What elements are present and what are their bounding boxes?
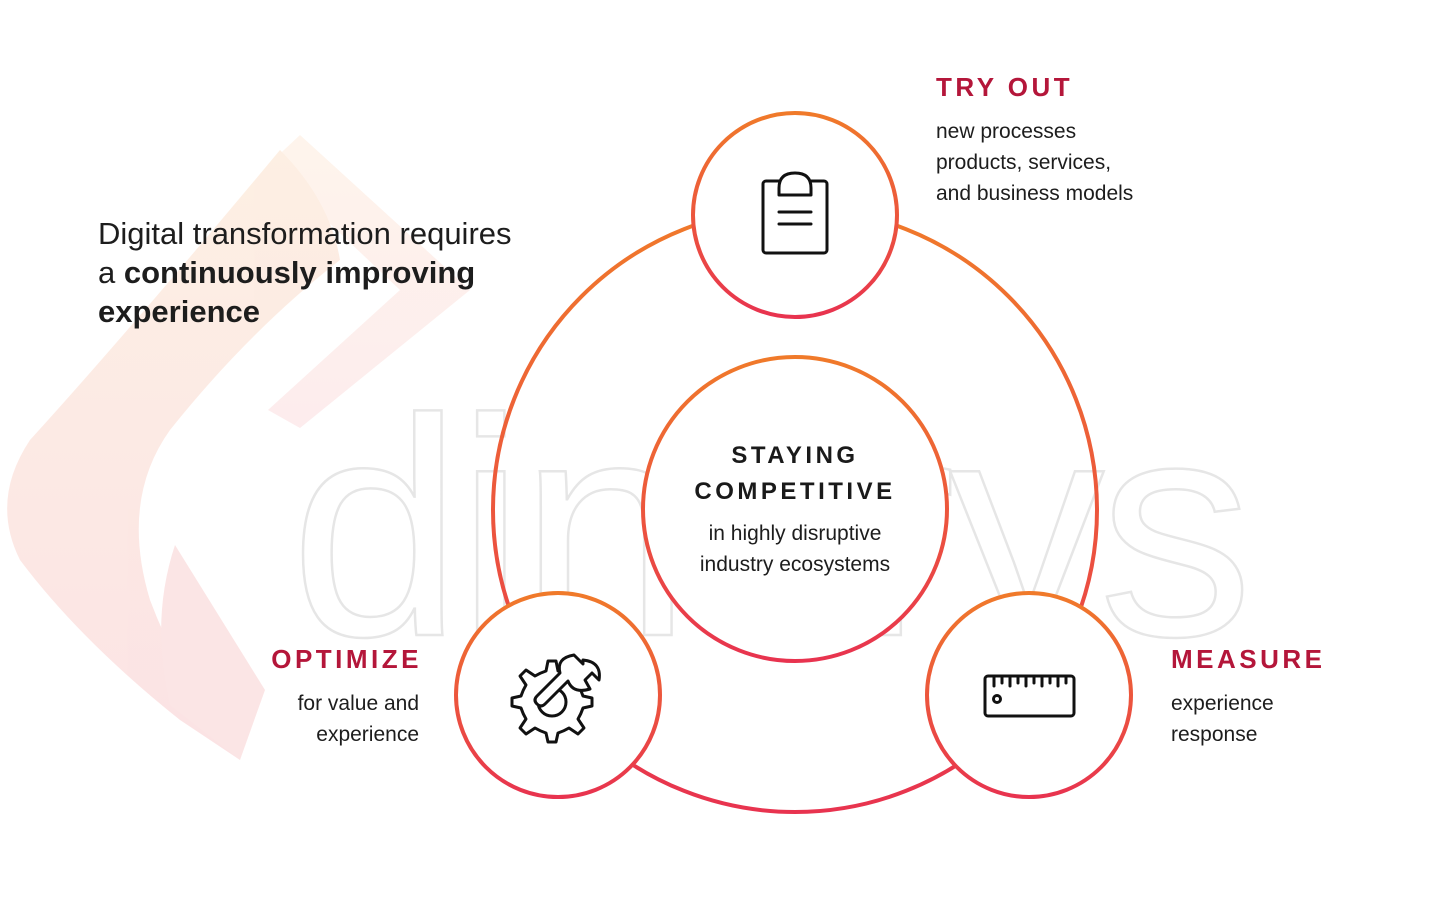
measure-title: MEASURE (1171, 644, 1326, 674)
try-out-desc-line2: products, services, (936, 151, 1112, 174)
headline-bold: continuously improving experience (98, 255, 476, 329)
optimize-desc-line1: for value and (297, 692, 419, 715)
measure-node (925, 591, 1133, 799)
measure-description: experience response (1171, 688, 1274, 750)
optimize-title: OPTIMIZE (271, 644, 422, 674)
center-title-line2: COMPETITIVE (694, 478, 896, 505)
try-out-desc-line1: new processes (936, 120, 1077, 143)
try-out-title: TRY OUT (936, 72, 1074, 102)
ruler-icon (983, 674, 1076, 718)
gear-wrench-icon (510, 653, 601, 744)
try-out-node (691, 111, 899, 319)
center-desc-line1: in highly disruptive (708, 522, 882, 545)
try-out-description: new processes products, services, and bu… (936, 116, 1133, 209)
clipboard-icon (761, 171, 829, 255)
center-title-line1: STAYING (731, 442, 859, 469)
optimize-node (454, 591, 662, 799)
optimize-description: for value and experience (220, 688, 419, 750)
measure-desc-line1: experience (1171, 692, 1274, 715)
center-label: STAYING COMPETITIVE in highly disruptive… (650, 438, 940, 580)
headline-normal: Digital transformation requires a (98, 216, 512, 290)
optimize-desc-line2: experience (316, 723, 419, 746)
try-out-desc-line3: and business models (936, 182, 1134, 205)
center-title: STAYING COMPETITIVE (650, 438, 940, 510)
center-description: in highly disruptive industry ecosystems (650, 518, 940, 580)
center-desc-line2: industry ecosystems (699, 553, 891, 576)
headline: Digital transformation requires a contin… (98, 214, 528, 331)
brand-logo-mark (7, 135, 470, 760)
measure-desc-line2: response (1171, 723, 1258, 746)
center-circle (641, 355, 949, 663)
